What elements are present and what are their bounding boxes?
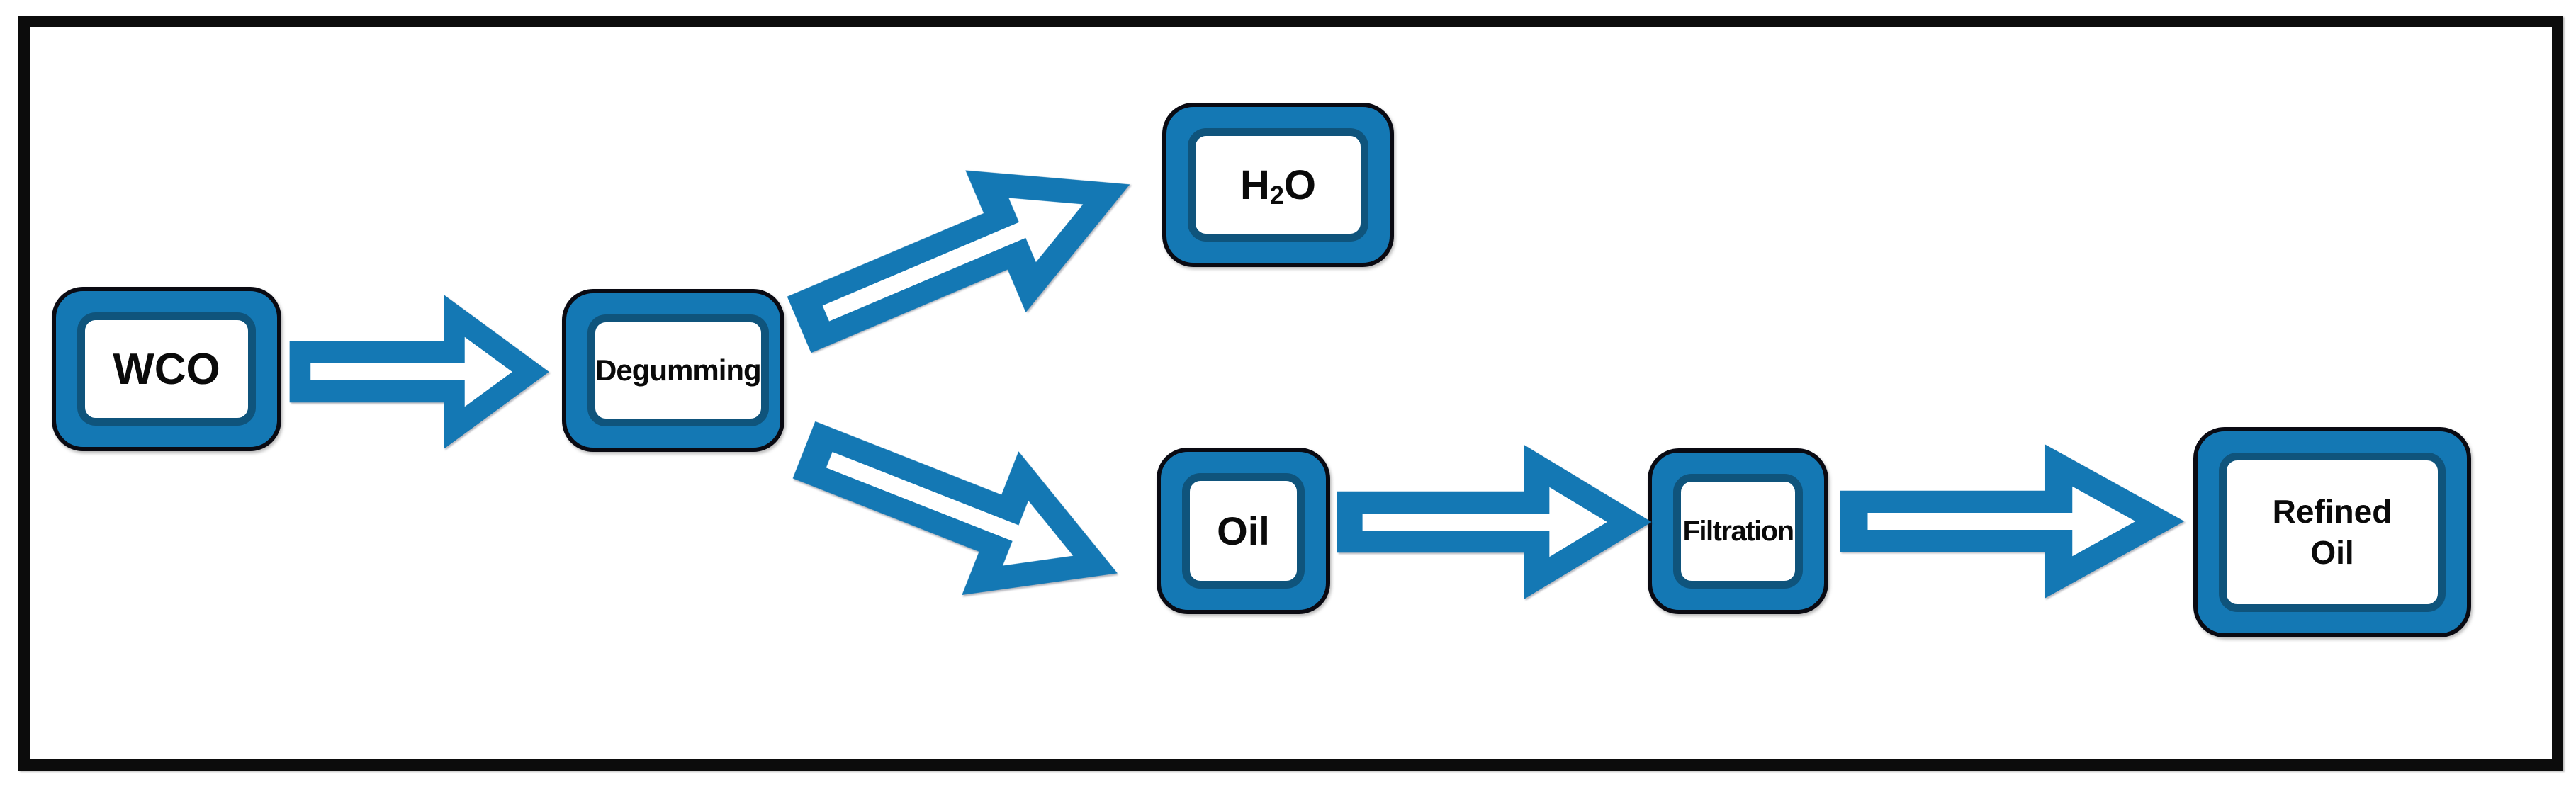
node-degumming-label: Degumming xyxy=(595,353,762,387)
node-refined-oil-label: Refined Oil xyxy=(2272,493,2392,571)
node-h2o-label-base1: H xyxy=(1239,161,1270,208)
arrow-oil-to-filtration-icon xyxy=(1337,444,1652,600)
node-wco-label: WCO xyxy=(113,344,220,394)
arrow-filtration-to-refined-oil-icon xyxy=(1840,443,2185,599)
diagram-frame xyxy=(18,16,2563,771)
node-degumming: Degumming xyxy=(562,289,784,452)
node-h2o-body: H2O xyxy=(1188,128,1368,242)
node-filtration-label: Filtration xyxy=(1682,515,1794,547)
node-wco: WCO xyxy=(52,287,281,451)
node-filtration: Filtration xyxy=(1648,448,1828,614)
arrow-degumming-to-h2o-icon xyxy=(777,130,1143,383)
node-refined-oil: Refined Oil xyxy=(2193,427,2471,637)
node-h2o-label: H2O xyxy=(1239,161,1316,210)
node-oil: Oil xyxy=(1157,448,1330,614)
node-oil-body: Oil xyxy=(1182,473,1305,589)
node-degumming-body: Degumming xyxy=(587,314,769,426)
node-oil-label: Oil xyxy=(1217,509,1270,553)
node-refined-oil-body: Refined Oil xyxy=(2219,453,2446,612)
node-h2o-label-base2: O xyxy=(1283,161,1316,208)
arrow-wco-to-degumming-icon xyxy=(289,294,549,450)
node-h2o: H2O xyxy=(1162,103,1394,267)
node-h2o-label-subscript: 2 xyxy=(1269,181,1284,210)
node-filtration-body: Filtration xyxy=(1673,474,1803,589)
arrow-degumming-to-oil-icon xyxy=(784,391,1130,630)
node-wco-body: WCO xyxy=(77,312,256,426)
